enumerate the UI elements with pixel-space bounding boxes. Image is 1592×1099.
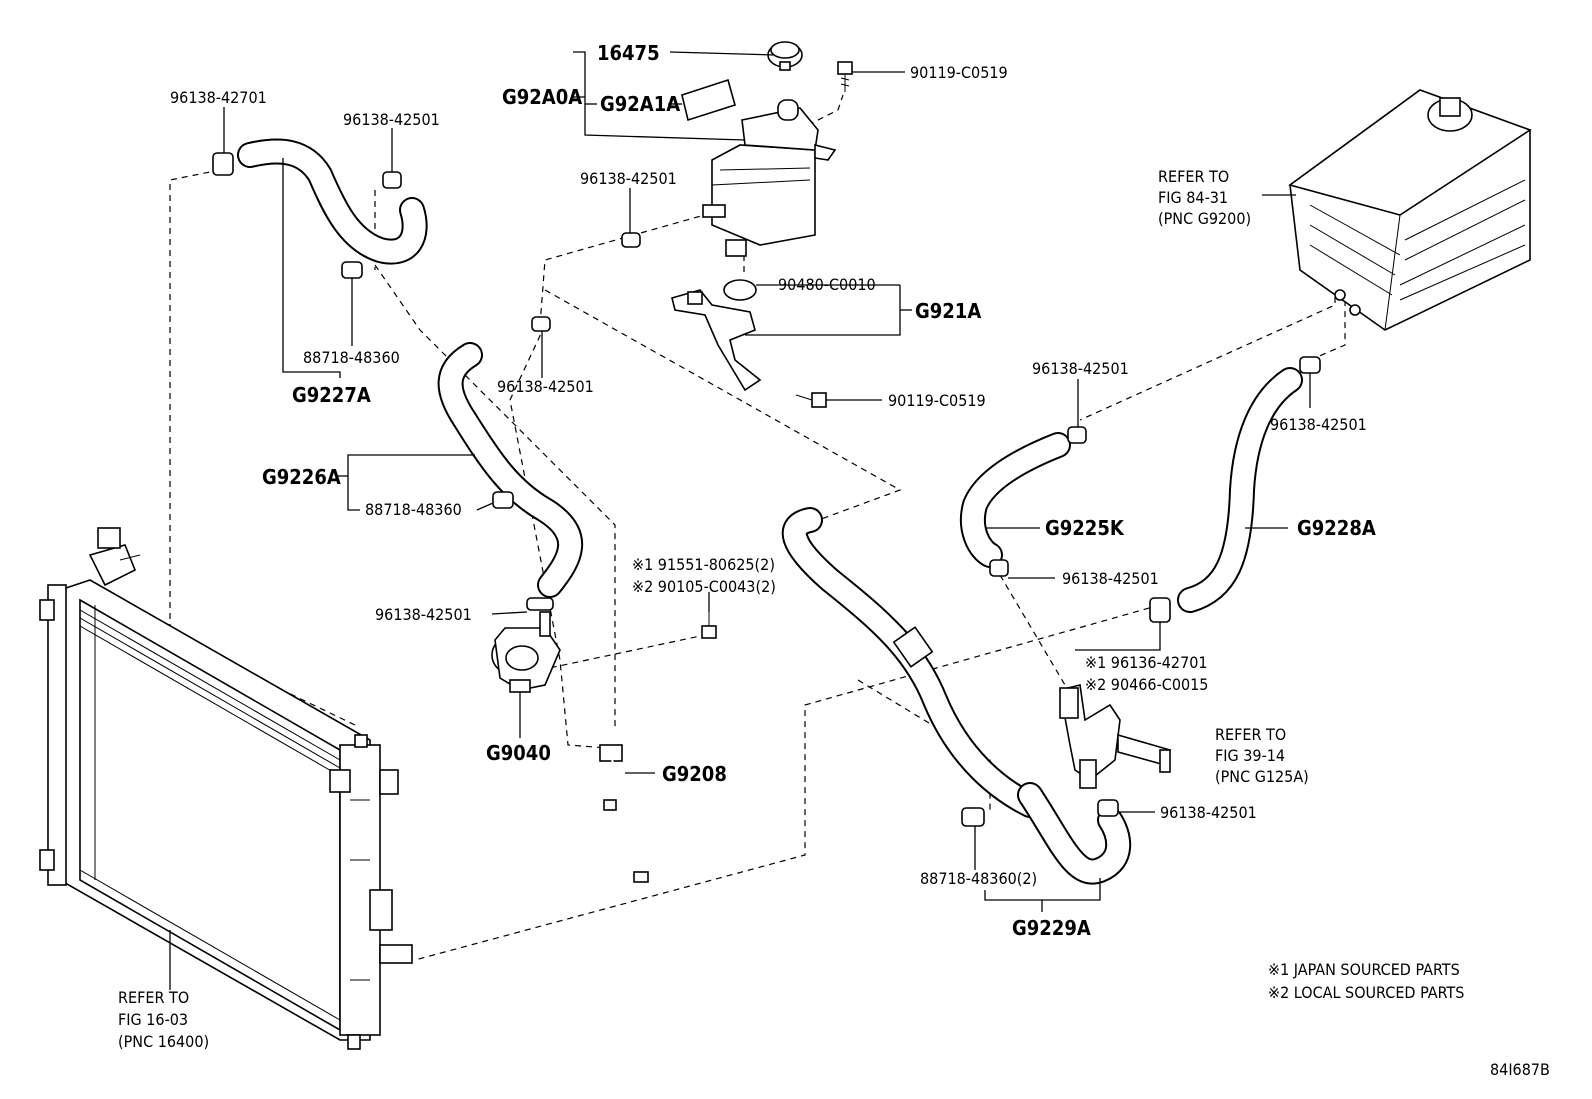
valve-icon (1059, 684, 1172, 789)
label-g92a1a: G92A1A (600, 92, 680, 116)
bolt-icon (701, 612, 717, 639)
svg-text:FIG 16-03: FIG 16-03 (118, 1010, 188, 1029)
reference-inverter: REFER TO FIG 84-31 (PNC G9200) (1158, 167, 1251, 228)
note-local-sourced: ※2 LOCAL SOURCED PARTS (1268, 983, 1464, 1002)
hose-clamp-icon (1097, 799, 1119, 817)
label-96138-42501-b: 96138-42501 (580, 169, 677, 188)
label-g9040: G9040 (486, 741, 551, 765)
part-labels: 16475 G92A0A G92A1A 90119-C0519 96138-42… (170, 41, 1376, 940)
label-g921a: G921A (915, 299, 981, 323)
label-96138-42501-g: 96138-42501 (375, 605, 472, 624)
label-96136: ※1 96136-42701 (1085, 653, 1208, 672)
label-96138-42501-c: 96138-42501 (497, 377, 594, 396)
hose-clamps (212, 152, 1321, 827)
svg-text:(PNC 16400): (PNC 16400) (118, 1032, 209, 1051)
hoses (237, 138, 1303, 885)
hose-clamp-icon (531, 316, 551, 332)
hose-clamp-icon (382, 171, 402, 189)
hose-clamp-icon (212, 152, 234, 176)
diagram-code: 84I687B (1490, 1060, 1550, 1079)
reservoir-cap-icon (767, 41, 803, 71)
svg-text:REFER TO: REFER TO (1215, 725, 1286, 744)
grommet-icon (723, 279, 757, 301)
label-90105: ※2 90105-C0043(2) (632, 577, 776, 596)
bolt-icon (837, 61, 853, 92)
label-96138-42501-f: 96138-42501 (1062, 569, 1159, 588)
label-g9229a: G9229A (1012, 916, 1091, 940)
hose-clamp-icon (621, 232, 641, 248)
water-pump-icon (491, 611, 561, 693)
label-88718-c: 88718-48360(2) (920, 869, 1037, 888)
label-96138-42501-a: 96138-42501 (343, 110, 440, 129)
svg-text:(PNC G125A): (PNC G125A) (1215, 767, 1309, 786)
svg-text:REFER TO: REFER TO (1158, 167, 1229, 186)
inverter-unit-icon (1288, 89, 1532, 331)
label-g9227a: G9227A (292, 383, 371, 407)
label-g9226a: G9226A (262, 465, 341, 489)
svg-text:REFER TO: REFER TO (118, 988, 189, 1007)
reference-radiator: REFER TO FIG 16-03 (PNC 16400) (118, 988, 209, 1051)
svg-text:FIG 84-31: FIG 84-31 (1158, 188, 1228, 207)
label-88718-a: 88718-48360 (303, 348, 400, 367)
bracket-icon (671, 289, 762, 392)
wire-harness-icon (599, 744, 654, 883)
hose-clamp-icon (341, 261, 363, 279)
hose-clamp-icon (526, 597, 554, 611)
label-96138-42501-e: 96138-42501 (1270, 415, 1367, 434)
label-90466: ※2 90466-C0015 (1085, 675, 1208, 694)
label-90119-mid: 90119-C0519 (888, 391, 986, 410)
label-88718-b: 88718-48360 (365, 500, 462, 519)
hose-clamp-icon (989, 559, 1009, 577)
hose-clamp-icon (1067, 426, 1087, 444)
label-90480: 90480-C0010 (778, 275, 876, 294)
label-96138-42501-d: 96138-42501 (1032, 359, 1129, 378)
label-90119-top: 90119-C0519 (910, 63, 1008, 82)
label-96138-42501-h: 96138-42501 (1160, 803, 1257, 822)
caution-label-icon (681, 78, 736, 122)
bolts (701, 61, 853, 639)
hose-clamp-icon (1149, 597, 1171, 623)
hose-clamp-icon (492, 491, 514, 509)
bolt-icon (795, 392, 827, 408)
label-16475: 16475 (597, 41, 660, 65)
label-g92a0a: G92A0A (502, 85, 582, 109)
legend-notes: ※1 JAPAN SOURCED PARTS ※2 LOCAL SOURCED … (1268, 960, 1464, 1002)
hose-clamp-icon (961, 807, 985, 827)
note-japan-sourced: ※1 JAPAN SOURCED PARTS (1268, 960, 1460, 979)
label-96138-42701-top: 96138-42701 (170, 88, 267, 107)
reservoir-tank-icon (702, 99, 837, 257)
reference-valve: REFER TO FIG 39-14 (PNC G125A) (1215, 725, 1309, 786)
label-g9208: G9208 (662, 762, 727, 786)
hose-clamp-icon (1299, 356, 1321, 374)
radiator-icon (39, 527, 413, 1050)
leader-lines (169, 51, 1311, 990)
label-g9225k: G9225K (1045, 516, 1125, 540)
svg-text:(PNC G9200): (PNC G9200) (1158, 209, 1251, 228)
label-g9228a: G9228A (1297, 516, 1376, 540)
label-91551: ※1 91551-80625(2) (632, 555, 775, 574)
svg-text:FIG 39-14: FIG 39-14 (1215, 746, 1285, 765)
